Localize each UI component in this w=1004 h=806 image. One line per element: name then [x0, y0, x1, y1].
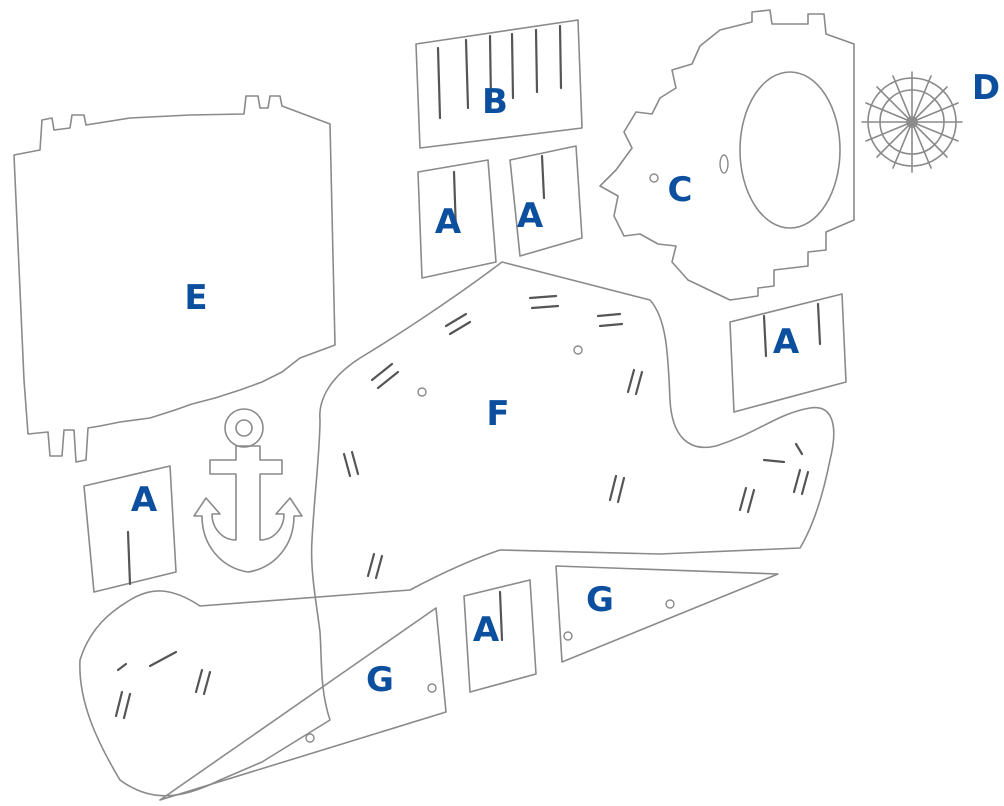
part-g-1: [555, 565, 779, 663]
label-a-3: A: [772, 322, 800, 362]
label-b: B: [482, 82, 508, 122]
part-b-panel: [415, 19, 583, 149]
part-e-sail: [13, 95, 336, 463]
part-c-stern: [599, 9, 855, 301]
label-a-4: A: [130, 480, 158, 520]
part-d-wheel: [861, 71, 963, 173]
part-a-5: [463, 579, 537, 693]
part-a-3: [729, 293, 847, 413]
label-c: C: [667, 170, 693, 210]
part-f-hull: [79, 261, 835, 797]
label-g-1: G: [586, 580, 614, 620]
label-a-1: A: [434, 202, 462, 242]
label-a-2: A: [516, 196, 544, 236]
part-a-4: [83, 465, 177, 593]
label-g-2: G: [366, 660, 394, 700]
label-a-5: A: [472, 610, 500, 650]
part-anchor: [193, 408, 303, 573]
part-a-2: [509, 145, 583, 257]
label-e: E: [184, 278, 208, 318]
label-d: D: [971, 68, 1001, 108]
part-a-1: [417, 159, 497, 279]
part-g-2: [159, 607, 447, 801]
label-f: F: [486, 394, 510, 434]
